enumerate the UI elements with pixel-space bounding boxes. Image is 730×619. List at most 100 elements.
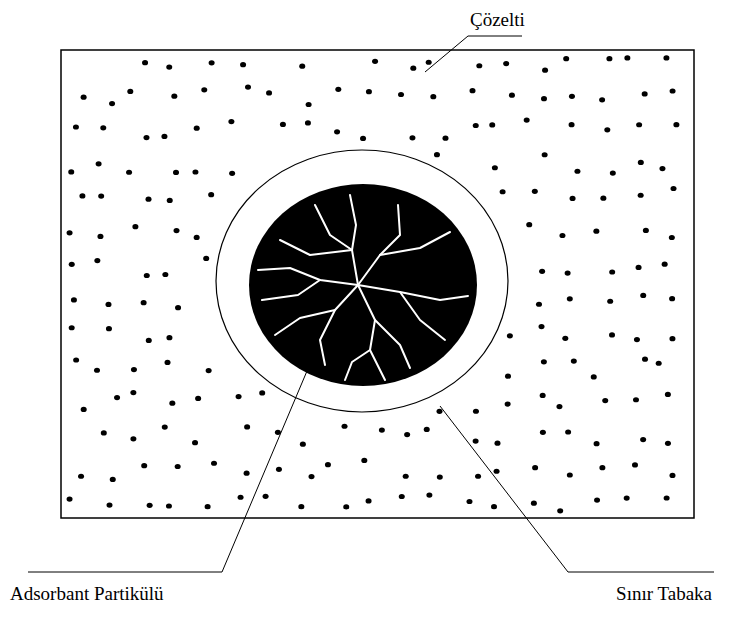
solute-dot (174, 228, 180, 233)
solute-dot (73, 357, 79, 362)
solute-dot (430, 94, 436, 99)
solute-dot (505, 401, 511, 406)
solute-dot (489, 122, 495, 127)
solute-dot (473, 123, 479, 128)
leader-line (440, 406, 714, 572)
solute-dot (539, 269, 545, 274)
particle-pores (258, 195, 468, 380)
solute-dot (670, 88, 676, 93)
solute-dot (306, 102, 312, 107)
solute-dot (229, 171, 235, 176)
solute-dot (245, 84, 251, 89)
solute-dot (71, 297, 77, 302)
solute-dot (437, 474, 443, 479)
solute-dot (173, 170, 179, 175)
solute-dot (105, 302, 111, 307)
solute-dot (147, 503, 153, 508)
solute-dot (669, 336, 675, 341)
solute-dot (130, 390, 136, 395)
solute-dot (192, 440, 198, 445)
solute-dot (565, 270, 571, 275)
solute-dot (524, 117, 530, 122)
solute-dot (404, 432, 410, 437)
solute-dot (559, 233, 565, 238)
solute-dot (126, 170, 132, 175)
solute-dot (361, 458, 367, 463)
solute-dot (673, 122, 679, 127)
solute-dot (146, 338, 152, 343)
solute-dot (69, 262, 75, 267)
solute-dot (507, 333, 513, 338)
solute-dot (109, 101, 115, 106)
solute-dot (536, 302, 542, 307)
solute-dot (602, 398, 608, 403)
solute-dot (470, 88, 476, 93)
solute-dot (600, 196, 606, 201)
solute-dot (475, 474, 481, 479)
solute-dot (494, 469, 500, 474)
solute-dot (567, 472, 573, 477)
solute-dot (379, 428, 385, 433)
solute-dot (195, 396, 201, 401)
solute-dot (594, 497, 600, 502)
solute-dot (106, 326, 112, 331)
solute-dot (169, 401, 175, 406)
solute-dot (636, 265, 642, 270)
solute-dot (209, 60, 215, 65)
solute-dot (665, 441, 671, 446)
solute-dot (78, 474, 84, 479)
solute-dot (436, 409, 442, 414)
solute-dot (541, 96, 547, 101)
solute-dot (97, 234, 103, 239)
solute-dot (130, 436, 136, 441)
solute-dot (81, 95, 87, 100)
solute-dot (569, 94, 575, 99)
solute-dot (208, 192, 214, 197)
solute-dot (591, 374, 597, 379)
solute-dot (263, 494, 269, 499)
solute-dot (244, 424, 250, 429)
solute-dot (643, 228, 649, 233)
solute-dot (562, 336, 568, 341)
solute-dot (491, 504, 497, 509)
solute-dot (192, 169, 198, 174)
solute-dot (68, 169, 74, 174)
solute-dot (335, 87, 341, 92)
solute-dot (162, 424, 168, 429)
solute-dot (141, 463, 147, 468)
solute-dot (114, 395, 120, 400)
solute-dot (571, 358, 577, 363)
solute-dot (305, 120, 311, 125)
solute-dot (642, 357, 648, 362)
solution-box (61, 50, 694, 518)
solute-dot (127, 89, 133, 94)
solute-dot (175, 305, 181, 310)
solute-dot (166, 64, 172, 69)
solute-dot (366, 89, 372, 94)
solute-dot (540, 430, 546, 435)
leader-lines (28, 36, 714, 572)
solute-dot (334, 129, 340, 134)
solute-dot (211, 461, 217, 466)
solute-dot (556, 404, 562, 409)
solute-dot (132, 224, 138, 229)
solute-dot (642, 91, 648, 96)
solute-dot (604, 127, 610, 132)
solute-dot (299, 64, 305, 69)
solute-dot (656, 361, 662, 366)
solute-dot (567, 296, 573, 301)
solute-dot (509, 93, 515, 98)
solute-dot (640, 293, 646, 298)
solute-dot (434, 152, 440, 157)
adsorbent-particle (249, 184, 477, 386)
solute-dot (259, 390, 265, 395)
solute-dot (505, 374, 511, 379)
boundary-layer (216, 150, 508, 412)
solute-dot (205, 504, 211, 509)
solute-dot (574, 169, 580, 174)
solute-dot (609, 269, 615, 274)
solute-dot (94, 258, 100, 263)
solute-dot (532, 189, 538, 194)
solute-dot (398, 92, 404, 97)
